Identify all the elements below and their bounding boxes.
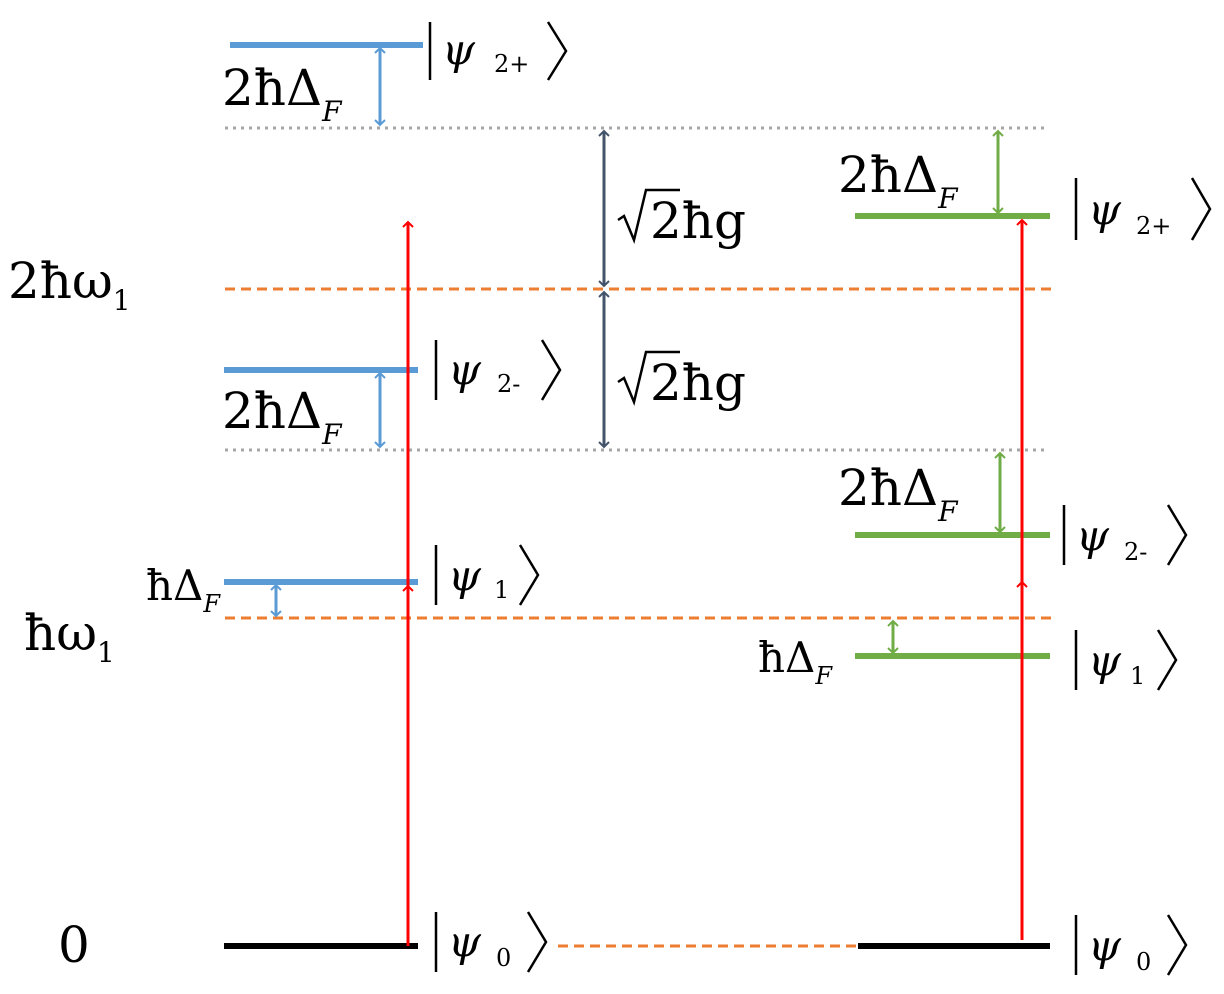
right-splitting-label-lower: 2ħΔF xyxy=(838,459,959,528)
ket-right-psi-2plus: ψ 2+ xyxy=(1074,177,1212,241)
svg-text:0: 0 xyxy=(1136,948,1151,976)
ket-left-psi-1: ψ 1 xyxy=(434,544,540,606)
ket-left-psi-2plus: ψ 2+ xyxy=(428,21,568,81)
svg-text:ψ: ψ xyxy=(1088,185,1122,234)
energy-label-one-photon: ħω1 xyxy=(24,604,115,669)
svg-text:2ħg: 2ħg xyxy=(650,192,746,250)
ket-right-psi-0: ψ 0 xyxy=(1074,914,1188,976)
left-splitting-label-one-photon: ħΔF xyxy=(146,561,221,618)
ket-left-psi-2minus: ψ 2- xyxy=(434,339,562,401)
svg-text:2-: 2- xyxy=(1124,538,1147,566)
energy-label-zero: 0 xyxy=(58,916,90,974)
coupling-label-lower: 2ħg xyxy=(617,350,746,412)
ket-right-psi-1: ψ 1 xyxy=(1074,629,1178,691)
left-splitting-label-lower: 2ħΔF xyxy=(222,382,343,451)
svg-text:0: 0 xyxy=(496,944,511,972)
energy-label-two-photon: 2ħω1 xyxy=(8,252,131,317)
svg-text:2+: 2+ xyxy=(494,50,529,78)
right-splitting-label-one-photon: ħΔF xyxy=(758,633,833,690)
sqrt-sign-lower xyxy=(617,350,680,407)
left-splitting-label-upper: 2ħΔF xyxy=(222,59,343,128)
svg-text:1: 1 xyxy=(494,576,509,604)
coupling-label-upper: 2ħg xyxy=(617,188,746,250)
svg-text:2+: 2+ xyxy=(1136,212,1171,240)
svg-text:2-: 2- xyxy=(497,370,520,398)
svg-text:ψ: ψ xyxy=(1088,921,1122,970)
svg-text:2ħg: 2ħg xyxy=(650,354,746,412)
svg-text:ψ: ψ xyxy=(1076,511,1110,560)
svg-text:ψ: ψ xyxy=(448,917,482,966)
sqrt-sign-upper xyxy=(617,188,680,245)
ket-right-psi-2minus: ψ 2- xyxy=(1062,504,1188,566)
svg-text:ψ: ψ xyxy=(448,551,482,600)
right-splitting-label-upper: 2ħΔF xyxy=(838,146,959,215)
ket-left-psi-0: ψ 0 xyxy=(434,911,548,973)
svg-text:ψ: ψ xyxy=(1088,636,1122,685)
svg-text:1: 1 xyxy=(1130,662,1145,690)
svg-text:ψ: ψ xyxy=(442,25,476,74)
svg-text:ψ: ψ xyxy=(448,345,482,394)
